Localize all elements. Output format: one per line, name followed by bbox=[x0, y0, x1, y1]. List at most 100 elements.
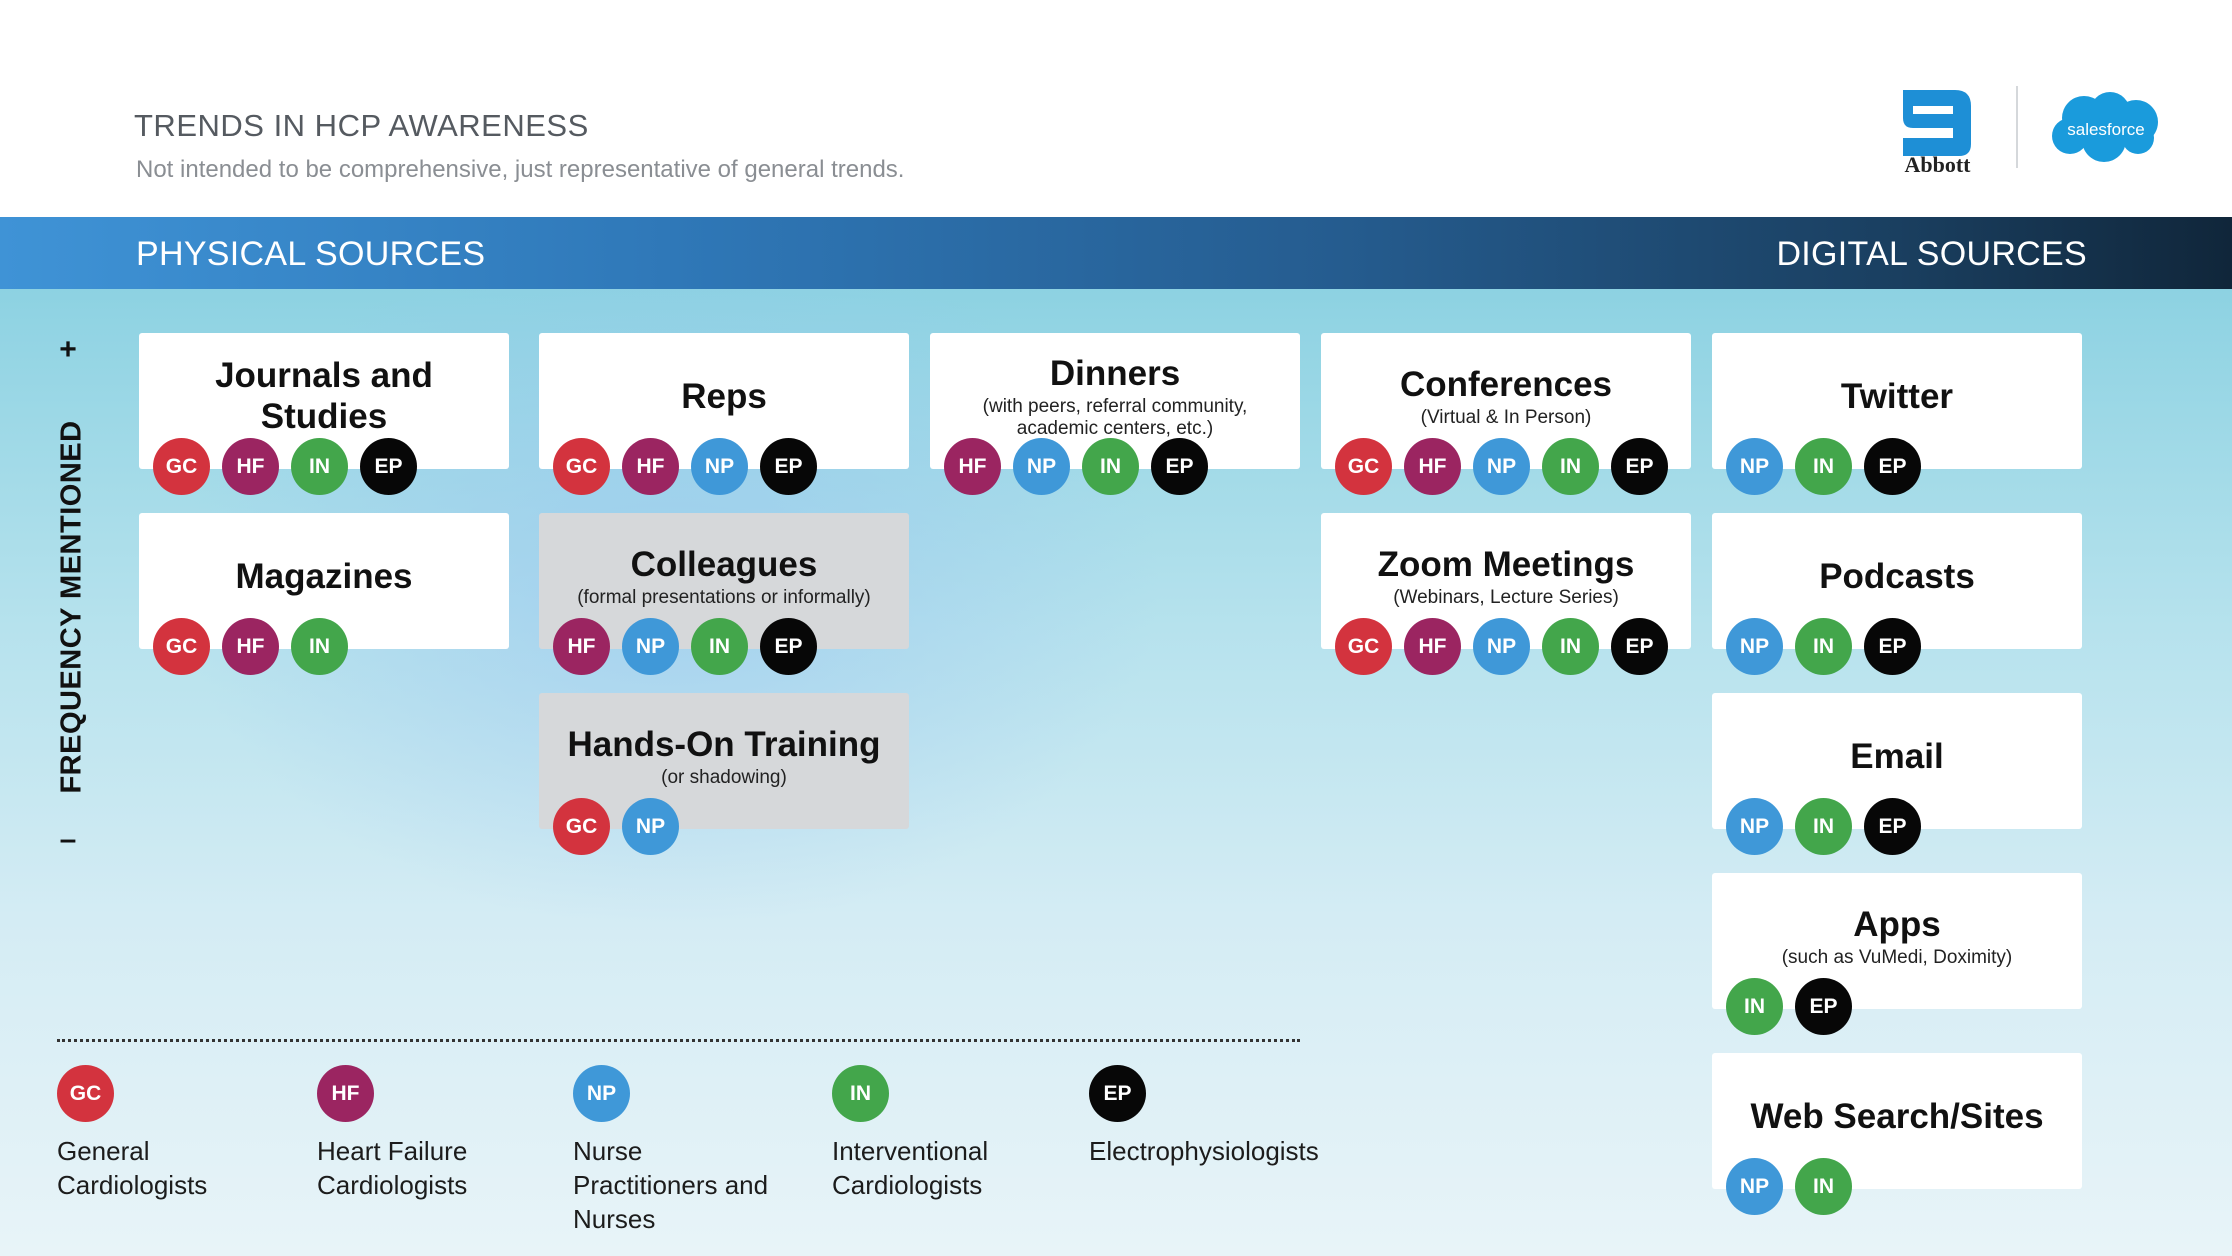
badge-in: IN bbox=[1726, 978, 1783, 1035]
badge-in: IN bbox=[291, 438, 348, 495]
badge-ep: EP bbox=[1864, 798, 1921, 855]
badge-ep: EP bbox=[1611, 618, 1668, 675]
legend-item-hf: HF Heart Failure Cardiologists bbox=[317, 1065, 467, 1202]
abbott-logo-icon bbox=[1903, 90, 1971, 156]
badge-ep: EP bbox=[1864, 618, 1921, 675]
card-title: Magazines bbox=[235, 556, 413, 596]
legend-badge-hf: HF bbox=[317, 1065, 374, 1122]
legend-item-gc: GC General Cardiologists bbox=[57, 1065, 207, 1202]
badge-ep: EP bbox=[1795, 978, 1852, 1035]
legend-label-in: Interventional Cardiologists bbox=[832, 1136, 989, 1200]
badge-gc: GC bbox=[553, 438, 610, 495]
badge-hf: HF bbox=[222, 438, 279, 495]
badge-hf: HF bbox=[553, 618, 610, 675]
legend-badge-np: NP bbox=[573, 1065, 630, 1122]
badge-ep: EP bbox=[760, 618, 817, 675]
axis-plus-symbol: + bbox=[59, 333, 77, 366]
card-subtitle: (formal presentations or informally) bbox=[577, 586, 871, 608]
card-title: Reps bbox=[681, 376, 767, 416]
card-title: Apps bbox=[1853, 904, 1941, 944]
card-subtitle: (Virtual & In Person) bbox=[1420, 406, 1592, 428]
badge-in: IN bbox=[1795, 798, 1852, 855]
badge-in: IN bbox=[1542, 438, 1599, 495]
card-title: Web Search/Sites bbox=[1750, 1096, 2044, 1136]
source-card-zoom-meetings: Zoom Meetings (Webinars, Lecture Series)… bbox=[1321, 513, 1691, 675]
logo-divider bbox=[2016, 86, 2018, 168]
card-title: Twitter bbox=[1840, 376, 1954, 416]
badge-np: NP bbox=[1013, 438, 1070, 495]
legend-label-hf: Heart Failure Cardiologists bbox=[317, 1136, 468, 1200]
axis-minus-symbol: – bbox=[59, 823, 77, 856]
badge-gc: GC bbox=[1335, 438, 1392, 495]
badge-in: IN bbox=[1082, 438, 1139, 495]
legend-badge-gc: GC bbox=[57, 1065, 114, 1122]
legend-label-gc: General Cardiologists bbox=[57, 1136, 208, 1200]
source-card-dinners: Dinners (with peers, referral community,… bbox=[930, 333, 1300, 495]
badge-np: NP bbox=[622, 618, 679, 675]
legend-badge-in: IN bbox=[832, 1065, 889, 1122]
card-title: Journals and Studies bbox=[215, 356, 433, 436]
legend-label-ep: Electrophysiologists bbox=[1089, 1136, 1319, 1166]
salesforce-logo-text: salesforce bbox=[2067, 120, 2144, 139]
badge-gc: GC bbox=[153, 438, 210, 495]
badge-gc: GC bbox=[153, 618, 210, 675]
abbott-logo-text: Abbott bbox=[1904, 152, 1971, 177]
card-title: Colleagues bbox=[630, 544, 818, 584]
page-subtitle: Not intended to be comprehensive, just r… bbox=[136, 156, 905, 183]
card-subtitle: (or shadowing) bbox=[661, 766, 787, 788]
badge-hf: HF bbox=[222, 618, 279, 675]
badge-gc: GC bbox=[1335, 618, 1392, 675]
badge-np: NP bbox=[691, 438, 748, 495]
card-title: Hands-On Training bbox=[567, 724, 881, 764]
legend-item-ep: EP Electrophysiologists bbox=[1089, 1065, 1319, 1168]
badge-ep: EP bbox=[360, 438, 417, 495]
page-title: TRENDS IN HCP AWARENESS bbox=[134, 108, 589, 143]
badge-np: NP bbox=[1726, 1158, 1783, 1215]
card-subtitle: (such as VuMedi, Doximity) bbox=[1781, 946, 2013, 968]
section-header-band: PHYSICAL SOURCES DIGITAL SOURCES bbox=[0, 217, 2232, 289]
badge-ep: EP bbox=[760, 438, 817, 495]
card-title: Zoom Meetings bbox=[1377, 544, 1635, 584]
card-subtitle: (Webinars, Lecture Series) bbox=[1393, 586, 1619, 608]
legend-item-in: IN Interventional Cardiologists bbox=[832, 1065, 988, 1202]
badge-in: IN bbox=[291, 618, 348, 675]
badge-in: IN bbox=[1542, 618, 1599, 675]
card-title: Podcasts bbox=[1819, 556, 1975, 596]
badge-hf: HF bbox=[1404, 618, 1461, 675]
legend-item-np: NP Nurse Practitioners and Nurses bbox=[573, 1065, 768, 1236]
badge-hf: HF bbox=[622, 438, 679, 495]
badge-np: NP bbox=[1726, 438, 1783, 495]
card-title: Dinners bbox=[1049, 353, 1181, 393]
badge-np: NP bbox=[1473, 618, 1530, 675]
badge-in: IN bbox=[691, 618, 748, 675]
badge-in: IN bbox=[1795, 1158, 1852, 1215]
axis-label: FREQUENCY MENTIONED bbox=[55, 420, 88, 794]
header: TRENDS IN HCP AWARENESS Not intended to … bbox=[0, 0, 2232, 217]
badge-ep: EP bbox=[1151, 438, 1208, 495]
badge-hf: HF bbox=[944, 438, 1001, 495]
salesforce-logo-icon: salesforce bbox=[2052, 92, 2158, 162]
card-title: Conferences bbox=[1399, 364, 1613, 404]
badge-hf: HF bbox=[1404, 438, 1461, 495]
source-card-colleagues: Colleagues (formal presentations or info… bbox=[539, 513, 909, 675]
legend-badge-ep: EP bbox=[1089, 1065, 1146, 1122]
